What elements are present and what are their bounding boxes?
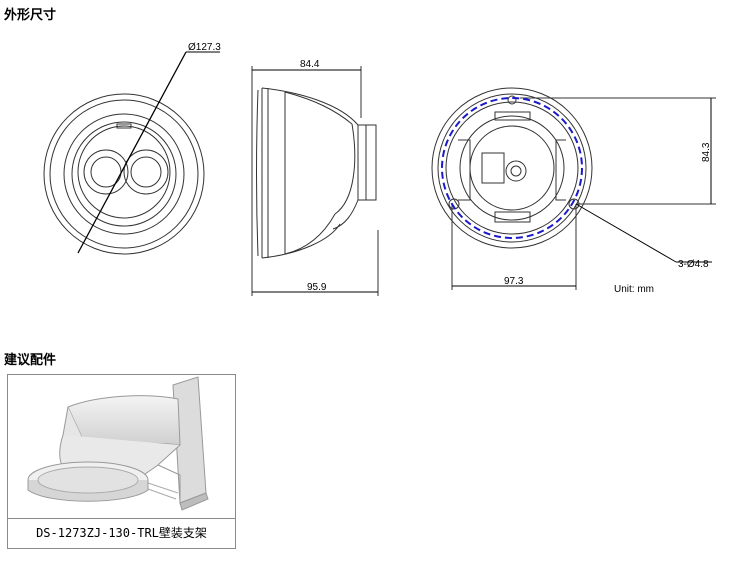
unit-label: Unit: mm — [614, 284, 654, 295]
base-hole-spacing: 97.3 — [504, 276, 524, 287]
accessory-caption: DS-1273ZJ-130-TRL壁装支架 — [36, 526, 207, 540]
base-holes: 3-Ø4.8 — [678, 259, 709, 270]
side-view — [251, 66, 379, 296]
dimensions-heading: 外形尺寸 — [4, 8, 57, 23]
front-view — [43, 51, 220, 255]
front-diameter-label: Ø127.3 — [188, 42, 221, 53]
base-height: 84.3 — [701, 142, 712, 162]
accessories-heading: 建议配件 — [4, 353, 57, 368]
base-view — [431, 87, 716, 290]
wall-bracket-image — [8, 376, 235, 519]
mounting-circle — [441, 97, 583, 239]
side-bottom-width: 95.9 — [307, 282, 327, 293]
side-top-width: 84.4 — [300, 59, 320, 70]
accessory-card: DS-1273ZJ-130-TRL壁装支架 — [7, 374, 236, 549]
